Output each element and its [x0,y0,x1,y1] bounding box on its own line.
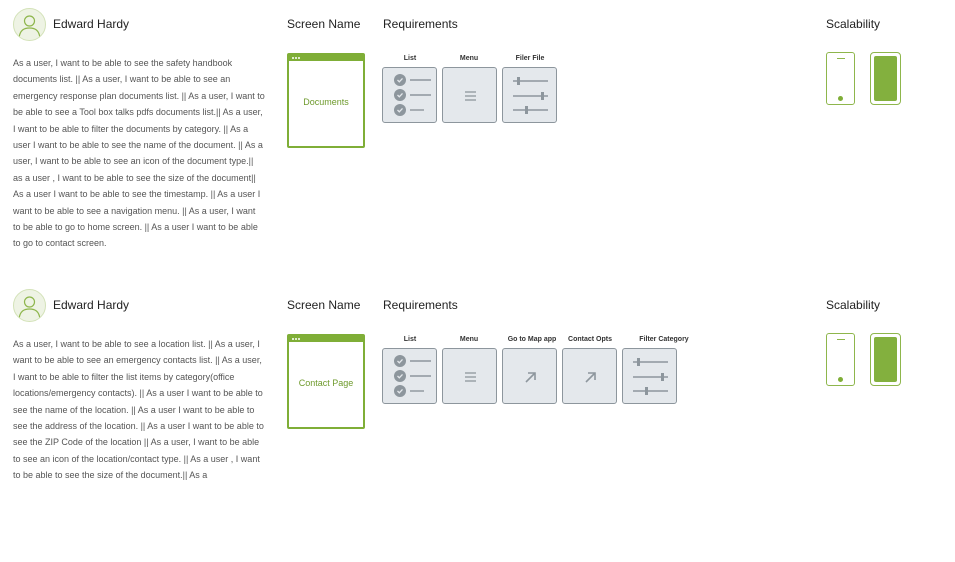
requirement-filter[interactable] [622,348,677,404]
screen-name-header: Screen Name [287,17,361,31]
screen-name: Documents [303,97,349,107]
requirement-menu[interactable] [442,67,497,123]
window-bar [289,55,363,61]
story-description: As a user, I want to be able to see a lo… [13,339,264,481]
requirement-label: Menu [459,55,479,62]
requirement-label: List [403,336,417,343]
scalability-header: Scalability [826,298,881,312]
user-avatar-icon [13,289,46,322]
menu-icon [465,372,476,382]
requirement-filter[interactable] [502,67,557,123]
mobile-outline-icon [826,333,855,386]
requirement-list[interactable] [382,348,437,404]
window-bar [289,336,363,342]
requirements-header: Requirements [383,298,458,312]
author-name: Edward Hardy [53,17,130,31]
requirement-map[interactable] [502,348,557,404]
requirement-label: List [403,55,417,62]
list-check-icon [394,355,431,397]
screen-name-header: Screen Name [287,298,361,312]
mobile-outline-icon [826,52,855,105]
mobile-filled-icon [870,333,901,386]
requirement-label: Filer File [515,55,545,62]
requirement-contact[interactable] [562,348,617,404]
user-avatar-icon [13,8,46,41]
author-name: Edward Hardy [53,298,130,312]
requirement-label: Menu [459,336,479,343]
menu-icon [465,91,476,101]
screen-card[interactable]: Documents [287,53,365,148]
user-story-1: Edward Hardy As a user, I want to be abl… [13,8,901,249]
sliders-icon [633,358,668,395]
requirements-header: Requirements [383,17,458,31]
story-description: As a user, I want to be able to see the … [13,58,265,249]
arrow-up-right-icon [585,372,596,383]
user-story-2: Edward Hardy As a user, I want to be abl… [0,281,955,562]
requirement-menu[interactable] [442,348,497,404]
scalability-header: Scalability [826,17,881,31]
mobile-filled-icon [870,52,901,105]
requirement-list[interactable] [382,67,437,123]
screen-card[interactable]: Contact Page [287,334,365,429]
requirement-label: Filter Category [639,336,689,343]
requirement-label: Go to Map app [507,336,557,343]
requirement-label: Contact Opts [568,336,612,343]
screen-name: Contact Page [298,378,354,388]
arrow-up-right-icon [525,372,536,383]
sliders-icon [513,77,548,114]
list-check-icon [394,74,431,116]
